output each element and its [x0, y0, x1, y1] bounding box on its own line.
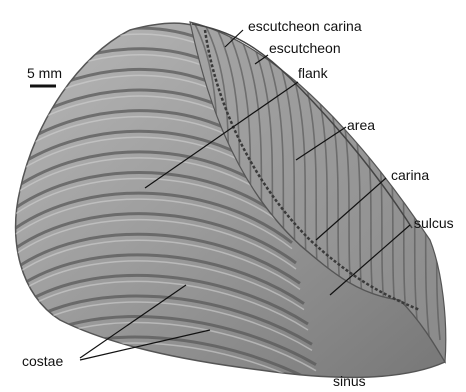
sinus-label: sinus	[333, 373, 366, 389]
sulcus-label: sulcus	[414, 215, 454, 231]
costae-label: costae	[22, 353, 63, 369]
label-sinus: sinus	[333, 373, 366, 389]
area-label: area	[347, 117, 375, 133]
escutcheon-carina-label: escutcheon carina	[248, 18, 362, 34]
flank-label: flank	[298, 65, 329, 81]
scale-bar-label: 5 mm	[27, 65, 62, 81]
scale-bar: 5 mm	[27, 65, 62, 86]
carina-label: carina	[391, 167, 429, 183]
escutcheon-label: escutcheon	[269, 40, 341, 56]
